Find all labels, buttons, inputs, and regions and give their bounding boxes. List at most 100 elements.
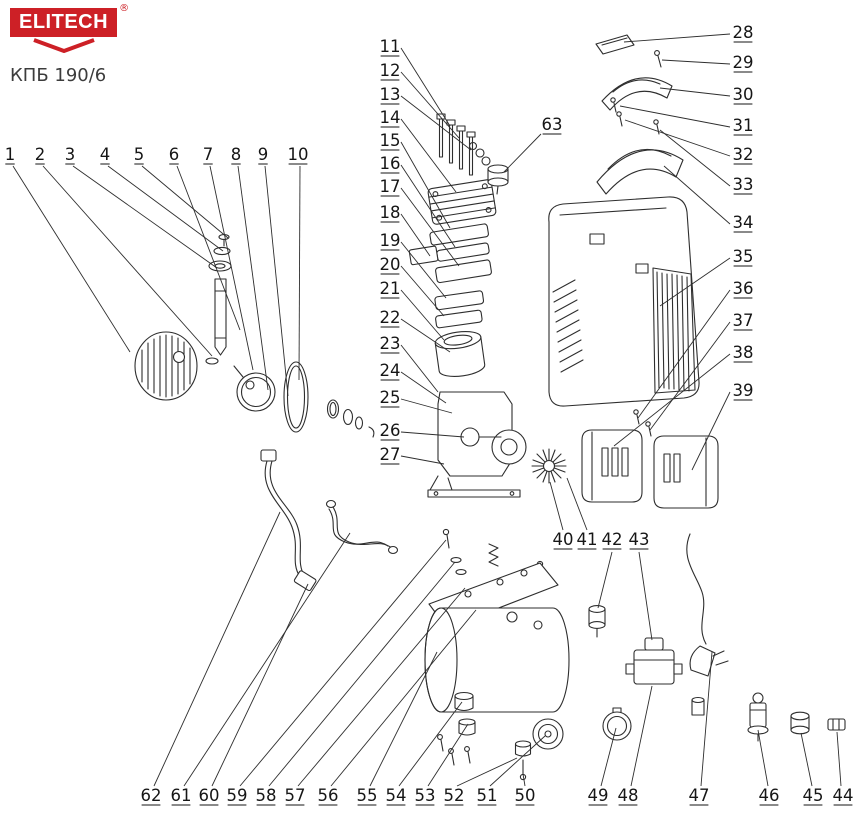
leader-line-57	[297, 587, 466, 787]
leader-line-39	[691, 391, 731, 471]
leader-line-13	[400, 95, 472, 151]
callout-13: 13	[380, 85, 401, 104]
leader-line-46	[757, 729, 769, 787]
leader-line-24	[400, 371, 447, 404]
compressor-parts-drawing	[134, 34, 846, 781]
callout-54: 54	[386, 786, 407, 805]
tank	[424, 607, 570, 713]
callout-26: 26	[380, 421, 401, 440]
callout-62: 62	[141, 786, 162, 805]
leader-line-30	[659, 87, 731, 97]
leader-line-37	[649, 321, 731, 431]
discharge-pipe	[260, 449, 317, 592]
leader-line-62	[153, 511, 281, 787]
callout-51: 51	[477, 786, 498, 805]
leader-line-27	[400, 455, 445, 465]
quick-fitting	[827, 718, 846, 731]
callout-4: 4	[100, 145, 111, 164]
callout-9: 9	[258, 145, 269, 164]
leader-line-63	[503, 133, 542, 173]
leader-line-33	[659, 129, 731, 187]
belt-ring	[283, 361, 309, 433]
leader-line-58	[268, 561, 456, 787]
callout-52: 52	[444, 786, 465, 805]
cylinder-head	[427, 179, 497, 225]
callout-48: 48	[618, 786, 639, 805]
main-shroud	[548, 196, 700, 407]
leader-line-20	[400, 265, 445, 317]
leader-line-16	[400, 164, 456, 248]
callout-37: 37	[733, 311, 754, 330]
crankcase-pump	[427, 391, 527, 498]
leader-line-36	[637, 289, 731, 419]
callout-28: 28	[733, 23, 754, 42]
cylinder-gaskets	[434, 290, 485, 329]
outlet-valve	[790, 711, 810, 735]
leader-line-4	[107, 165, 224, 252]
callout-21: 21	[380, 279, 401, 298]
callout-47: 47	[689, 786, 710, 805]
callout-15: 15	[380, 131, 401, 150]
head-bolts	[436, 113, 491, 176]
leader-line-1	[12, 165, 131, 353]
leader-line-44	[836, 731, 842, 787]
leader-line-14	[400, 118, 457, 193]
nipple-fitting	[691, 696, 705, 716]
callout-11: 11	[380, 37, 401, 56]
bottom-fasteners	[437, 734, 532, 781]
leader-line-22	[400, 318, 451, 353]
leader-line-59	[239, 539, 447, 787]
shroud-right-vents	[652, 267, 696, 394]
leader-line-50	[522, 773, 526, 787]
handle-top-bracket	[595, 34, 635, 55]
callout-55: 55	[357, 786, 378, 805]
leader-line-7	[209, 165, 254, 371]
leader-line-3	[72, 165, 218, 269]
callout-41: 41	[577, 530, 598, 549]
power-cord-plug	[686, 533, 729, 677]
cylinder-sleeve	[434, 331, 486, 377]
leader-line-19	[400, 241, 447, 299]
head-gaskets	[429, 223, 492, 284]
callout-40: 40	[553, 530, 574, 549]
callout-31: 31	[733, 116, 754, 135]
model-label: КПБ 190/6	[10, 65, 107, 86]
leader-line-34	[663, 165, 731, 225]
handle-grip	[601, 77, 673, 111]
leader-line-25	[400, 398, 453, 414]
callout-12: 12	[380, 61, 401, 80]
leader-line-2	[42, 165, 213, 357]
leader-line-28	[623, 33, 731, 43]
shroud-left-vents	[552, 279, 584, 373]
motor-cover-left	[581, 429, 643, 503]
pulley-flywheel	[134, 331, 198, 401]
pressure-switch	[625, 637, 683, 685]
leader-line-29	[661, 59, 731, 65]
callout-8: 8	[231, 145, 242, 164]
callout-10: 10	[288, 145, 309, 164]
callout-17: 17	[380, 177, 401, 196]
callout-6: 6	[169, 145, 180, 164]
leader-line-31	[619, 105, 731, 128]
leader-line-51	[489, 735, 546, 787]
callout-18: 18	[380, 203, 401, 222]
callout-25: 25	[380, 388, 401, 407]
callout-59: 59	[227, 786, 248, 805]
callout-50: 50	[515, 786, 536, 805]
handle-screw	[654, 50, 662, 68]
leader-line-18	[400, 213, 431, 257]
callout-38: 38	[733, 343, 754, 362]
callout-43: 43	[629, 530, 650, 549]
callout-45: 45	[803, 786, 824, 805]
callout-53: 53	[415, 786, 436, 805]
motor-cover-right	[653, 435, 719, 509]
leader-line-10	[298, 165, 301, 381]
leader-line-15	[400, 141, 451, 229]
cover-screws	[633, 409, 652, 437]
callout-46: 46	[759, 786, 780, 805]
callout-20: 20	[380, 255, 401, 274]
crankshaft-parts	[205, 234, 232, 365]
leader-line-56	[330, 609, 477, 787]
